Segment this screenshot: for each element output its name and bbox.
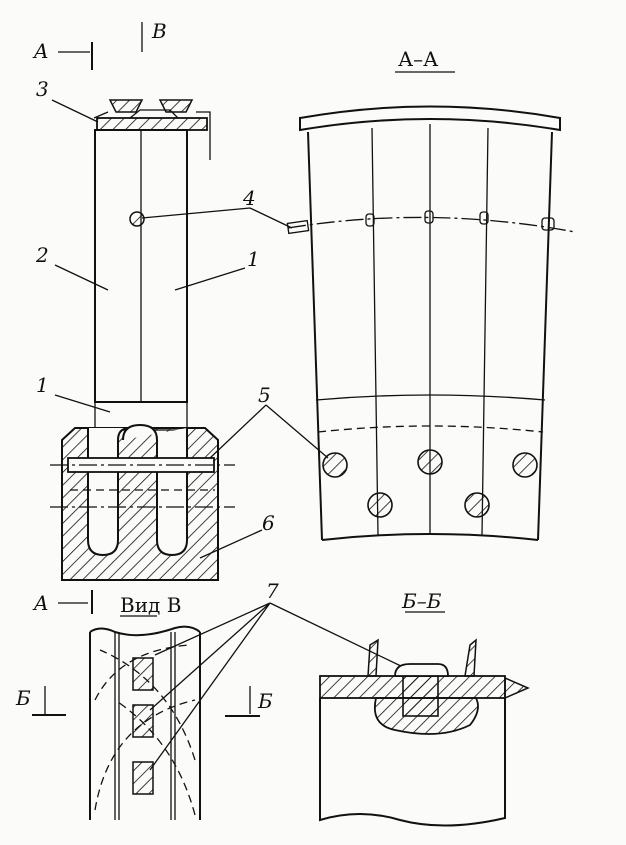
- label-part-1-lower: 1: [36, 373, 49, 397]
- platform-3: [96, 117, 208, 131]
- label-part-7: 7: [266, 579, 279, 603]
- label-section-a-bottom: A: [32, 591, 48, 615]
- view-b: [32, 590, 260, 820]
- label-part-2: 2: [35, 243, 49, 267]
- view-b-title: Вид В: [120, 593, 181, 617]
- label-part-1-upper: 1: [247, 247, 260, 271]
- label-part-5: 5: [258, 383, 271, 407]
- section-a-a-title: А–А: [398, 47, 438, 71]
- label-view-b-arrow: B: [151, 19, 167, 43]
- disk-6: [61, 427, 219, 581]
- label-part-4: 4: [242, 186, 256, 210]
- section-b-b-title: Б–Б: [401, 589, 442, 613]
- label-part-3: 3: [36, 77, 49, 101]
- section-b-b: [319, 611, 530, 827]
- leader-lines: [51, 99, 406, 771]
- section-a-a: [286, 71, 576, 541]
- side-view: [50, 22, 235, 581]
- label-section-b-right: Б: [257, 689, 273, 713]
- label-section-a-left: A: [32, 39, 48, 63]
- label-section-b-left: Б: [15, 686, 31, 710]
- label-part-6: 6: [262, 511, 275, 535]
